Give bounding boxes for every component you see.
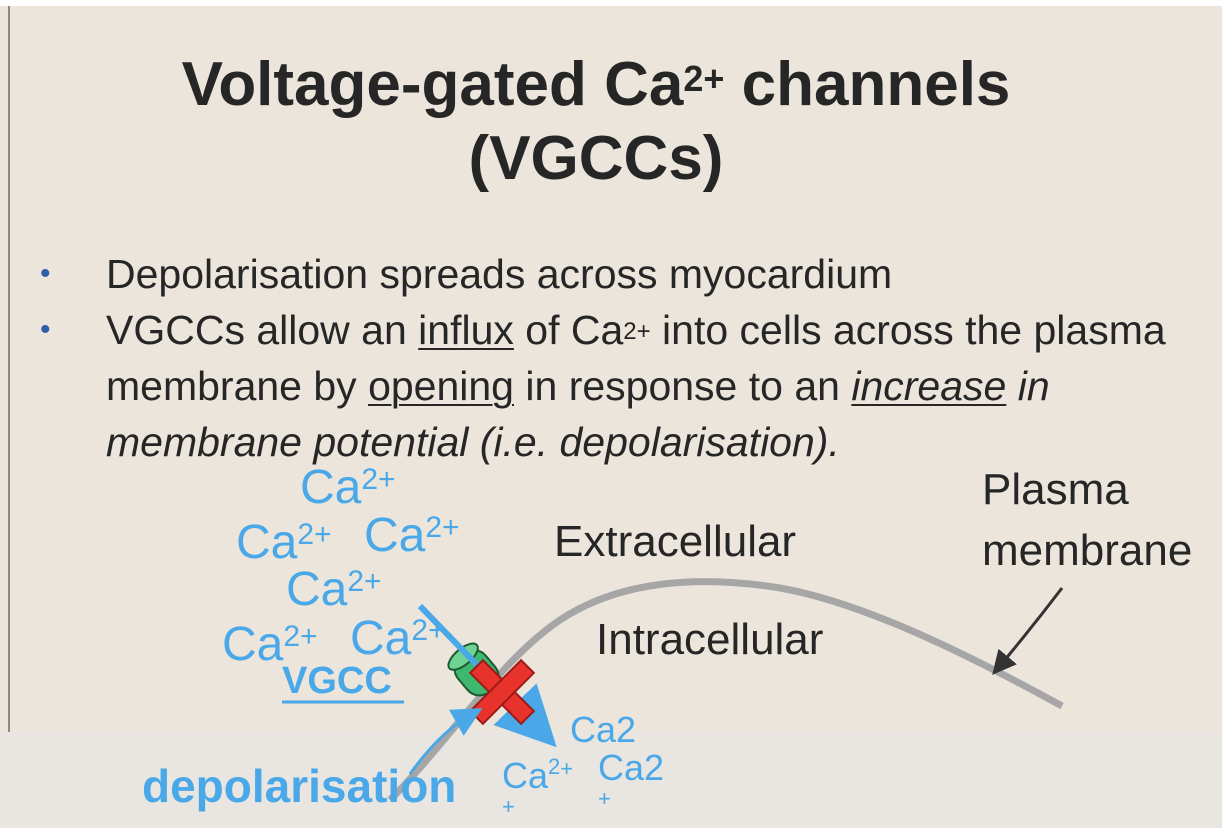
calcium-ion-plus: + xyxy=(502,794,515,819)
bullet-2-text-3: into cells across the plasma membrane by xyxy=(106,307,1166,409)
bottom-band xyxy=(0,732,1222,828)
vgcc-label: VGCC xyxy=(282,660,392,702)
underlined-opening: opening xyxy=(368,363,514,409)
bullet-2-text-4: in response to an xyxy=(514,363,852,409)
plasma-membrane-line xyxy=(387,578,1064,803)
bullet-superscript: 2+ xyxy=(623,318,651,345)
plasma-membrane-label-line-1: Plasma xyxy=(982,465,1129,514)
title-superscript: 2+ xyxy=(683,58,725,99)
underlined-influx: influx xyxy=(418,307,514,353)
bullet-marker: • xyxy=(40,313,51,346)
intracellular-label: Intracellular xyxy=(596,615,823,664)
bullet-2-text-5: in membrane potential (i.e. depolarisati… xyxy=(106,363,1050,465)
extracellular-label: Extracellular xyxy=(554,517,796,566)
title-text: Voltage-gated Ca xyxy=(181,50,684,119)
plasma-membrane-label-line-2: membrane xyxy=(982,526,1192,575)
calcium-ion-plus: + xyxy=(598,786,611,811)
calcium-ion: Ca2+ xyxy=(236,516,332,569)
calcium-ion-small: Ca2+ xyxy=(502,754,573,796)
calcium-ion: Ca2+ xyxy=(300,461,396,514)
depolarisation-label: depolarisation xyxy=(142,760,456,812)
membrane-pointer-arrow xyxy=(992,587,1064,675)
title-text-end: channels xyxy=(724,50,1011,119)
calcium-ion: Ca2+ xyxy=(364,509,460,562)
underlined-increase: increase xyxy=(851,363,1007,409)
calcium-ion-small: Ca2 xyxy=(598,747,664,788)
title-line-2: (VGCCs) xyxy=(468,124,724,193)
calcium-ion: Ca2+ xyxy=(222,618,318,671)
bullet-item-1: • Depolarisation spreads across myocardi… xyxy=(40,246,1220,302)
top-strip xyxy=(0,0,1222,6)
bullet-1-text: Depolarisation spreads across myocardium xyxy=(106,251,893,297)
bullet-2-text-1: VGCCs allow an xyxy=(106,307,419,353)
slide-title: Voltage-gated Ca2+ channels (VGCCs) xyxy=(0,48,1192,196)
bullet-2-text-2: of Ca xyxy=(513,307,624,353)
calcium-ion: Ca2+ xyxy=(286,563,382,616)
left-border xyxy=(8,6,10,828)
depolarisation-arrow xyxy=(408,708,483,775)
bullet-item-2: • VGCCs allow an influx of Ca2+ into cel… xyxy=(40,302,1220,470)
bullet-marker: • xyxy=(40,257,51,290)
calcium-ion-small: Ca2 xyxy=(570,709,636,750)
bullet-list: • Depolarisation spreads across myocardi… xyxy=(40,246,1220,470)
